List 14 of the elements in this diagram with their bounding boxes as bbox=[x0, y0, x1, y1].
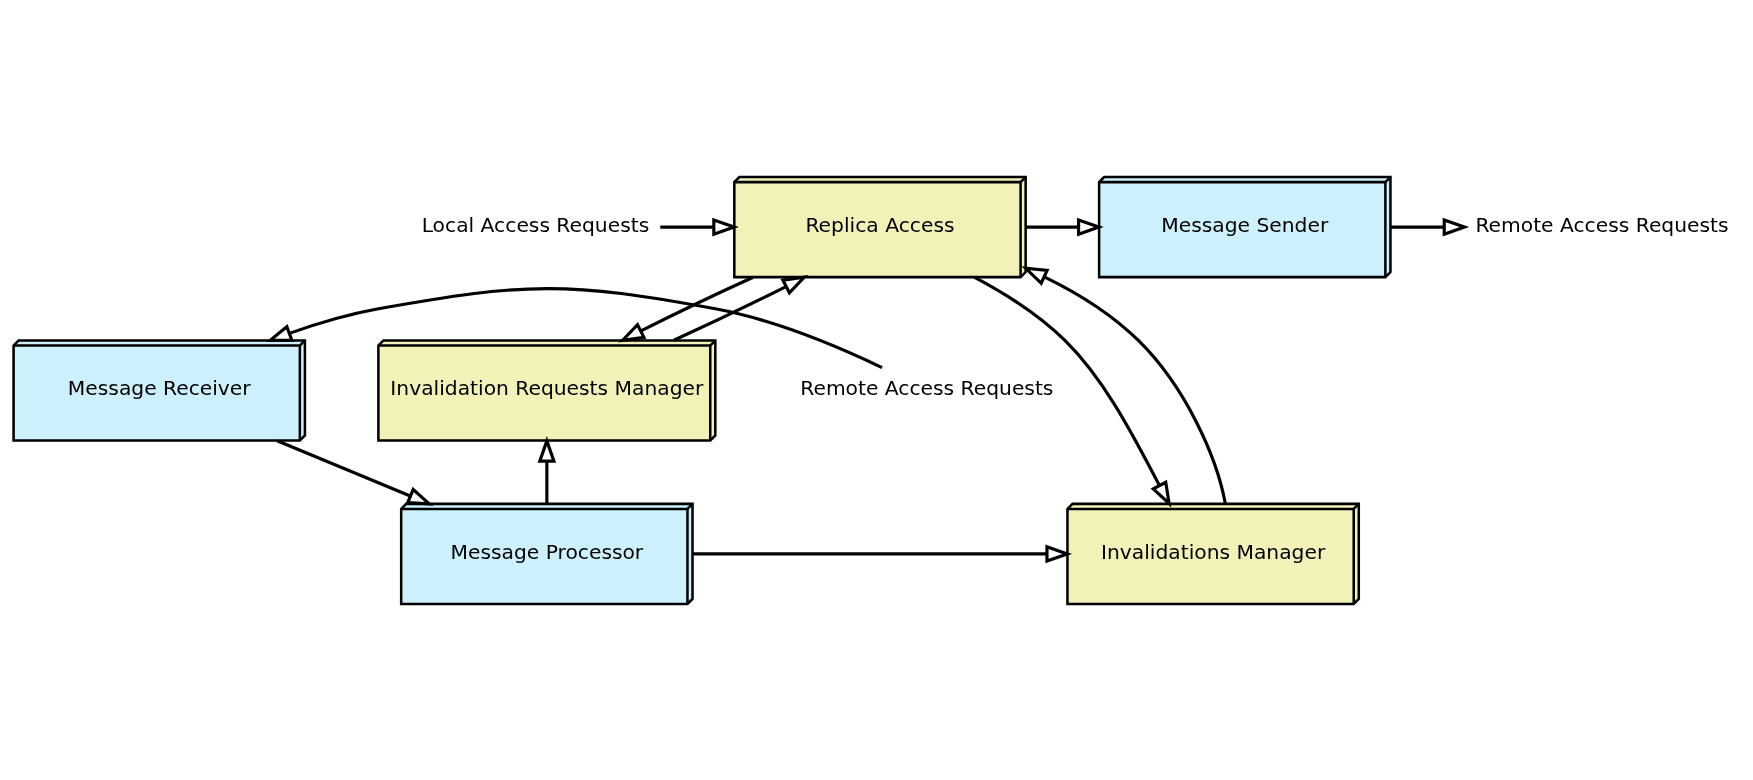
arrow bbox=[276, 438, 434, 506]
arrow bbox=[1390, 217, 1470, 236]
arrow bbox=[537, 435, 557, 504]
node-text: Remote Access Requests bbox=[1475, 212, 1729, 237]
node-text: Local Access Requests bbox=[421, 212, 650, 237]
arrow bbox=[1021, 265, 1227, 504]
arrow bbox=[673, 274, 809, 342]
node-text: Remote Access Requests bbox=[800, 375, 1054, 400]
arrow bbox=[973, 275, 1172, 508]
arrow bbox=[660, 217, 739, 236]
arrow bbox=[1025, 217, 1104, 236]
arrow bbox=[618, 275, 754, 342]
arrow bbox=[265, 286, 883, 369]
arrow bbox=[692, 544, 1073, 563]
